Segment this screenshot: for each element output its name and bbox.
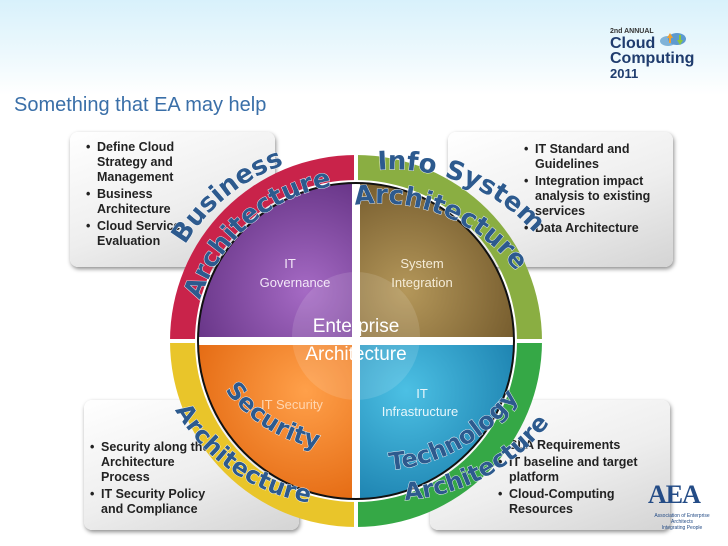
center-circle: [292, 272, 420, 400]
quadrant-label-tl-1: IT: [284, 256, 296, 271]
list-item: Integration impact analysis to existing …: [524, 174, 664, 219]
aea-logo: AEA Association of Enterprise Architects…: [646, 480, 716, 540]
aea-sub-1: Association of Enterprise Architects: [654, 513, 710, 525]
slide-title: Something that EA may help: [14, 94, 267, 116]
quadrant-bottom-right: [360, 345, 514, 499]
center-line-2: Architecture: [305, 344, 406, 365]
header-background: [0, 0, 728, 95]
logo-line-3: 2011: [610, 66, 639, 81]
inner-circle: [198, 183, 514, 499]
outer-ring: [170, 155, 542, 527]
quadrant-label-tr-2: Integration: [391, 275, 452, 290]
cloud-computing-logo: 2nd ANNUAL Cloud Computing 2011: [604, 28, 700, 81]
list-item: IT Security Policy and Compliance: [90, 487, 220, 517]
list-item: Data Architecture: [524, 221, 664, 236]
ring-segment-top-right: [356, 155, 542, 341]
list-item: Cloud Service Evaluation: [86, 219, 201, 249]
logo-line-1: Cloud: [610, 35, 656, 52]
list-item: Define Cloud Strategy and Management: [86, 140, 201, 185]
quadrant-top-left: [198, 183, 352, 337]
quadrant-label-tl-2: Governance: [260, 275, 331, 290]
quadrant-bottom-left: [198, 345, 352, 499]
center-line-1: Enterprise: [313, 316, 400, 337]
quadrant-label-tr-1: System: [400, 256, 443, 271]
list-item: Cloud-Computing Resources: [498, 487, 638, 517]
list-item: IT Standard and Guidelines: [524, 142, 664, 172]
aea-sub-2: Integrating People: [661, 525, 703, 531]
list-item: Business Architecture: [86, 187, 201, 217]
quadrant-label-bl-1: IT Security: [261, 397, 323, 412]
ring-segment-bottom-right: [356, 341, 542, 527]
list-top-left: Define Cloud Strategy and Management Bus…: [86, 140, 201, 251]
logo-small-text: 2nd ANNUAL: [610, 28, 654, 35]
quadrant-top-right: [360, 183, 514, 337]
aea-logo-text: AEA: [648, 480, 701, 509]
quadrant-label-br-1: IT: [416, 386, 428, 401]
list-top-right: IT Standard and Guidelines Integration i…: [524, 142, 664, 238]
list-bottom-left: Security along the Architecture Process …: [90, 440, 220, 519]
ring-segment-bottom-left: [170, 341, 356, 527]
ring-segment-top-left: [170, 155, 356, 341]
quadrant-label-br-2: Infrastructure: [382, 404, 459, 419]
cloud-icon: [660, 33, 686, 46]
logo-line-2: Computing: [610, 50, 695, 67]
list-item: Security along the Architecture Process: [90, 440, 220, 485]
aea-logo-subtitle: Association of Enterprise Architects Int…: [646, 513, 718, 531]
list-item: IT baseline and target platform: [498, 455, 638, 485]
